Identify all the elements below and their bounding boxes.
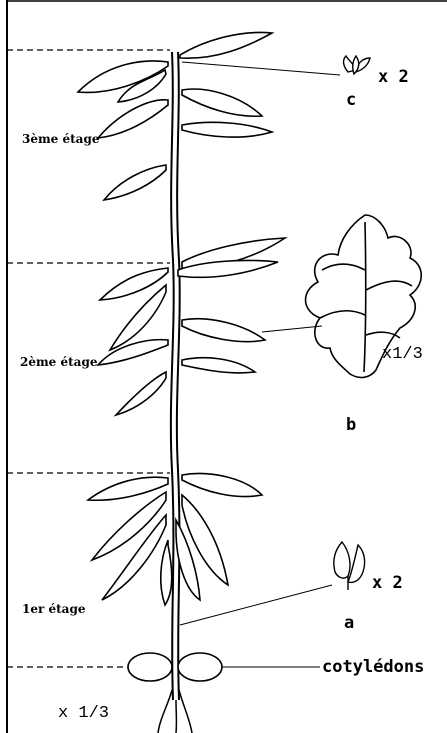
cotyledons-drawing: [128, 653, 222, 681]
leaf: [98, 340, 168, 365]
leaf: [92, 492, 166, 560]
detail-b-letter: b: [346, 415, 356, 435]
detail-a-drawing: [334, 542, 365, 590]
leaf: [182, 122, 272, 137]
leaf: [161, 540, 172, 605]
leaf: [104, 165, 166, 200]
leader-c: [182, 62, 340, 75]
stage-label-first: 1er étage: [22, 602, 86, 616]
detail-c-scale: x 2: [378, 67, 409, 87]
leaf: [180, 32, 272, 58]
leader-b: [262, 326, 322, 332]
detail-c-letter: c: [346, 90, 356, 110]
leaf: [182, 319, 265, 342]
leaf: [116, 372, 166, 415]
leaf: [98, 100, 168, 138]
stage-label-third: 3ème étage: [22, 132, 100, 146]
leaf: [182, 89, 262, 116]
detail-b-scale: x1/3: [382, 345, 423, 364]
leader-a: [180, 585, 332, 625]
leaf: [182, 474, 262, 497]
detail-c-drawing: [344, 56, 370, 74]
detail-a-scale: x 2: [372, 573, 403, 593]
cotyledons-label: cotylédons: [322, 657, 424, 677]
leaf: [88, 477, 168, 500]
leaves: [78, 32, 285, 605]
leaf: [182, 358, 255, 373]
detail-a-letter: a: [344, 613, 354, 633]
root: [158, 690, 192, 733]
overall-scale-label: x 1/3: [58, 704, 109, 723]
main-stem: [171, 52, 180, 700]
stage-label-second: 2ème étage: [20, 355, 98, 369]
